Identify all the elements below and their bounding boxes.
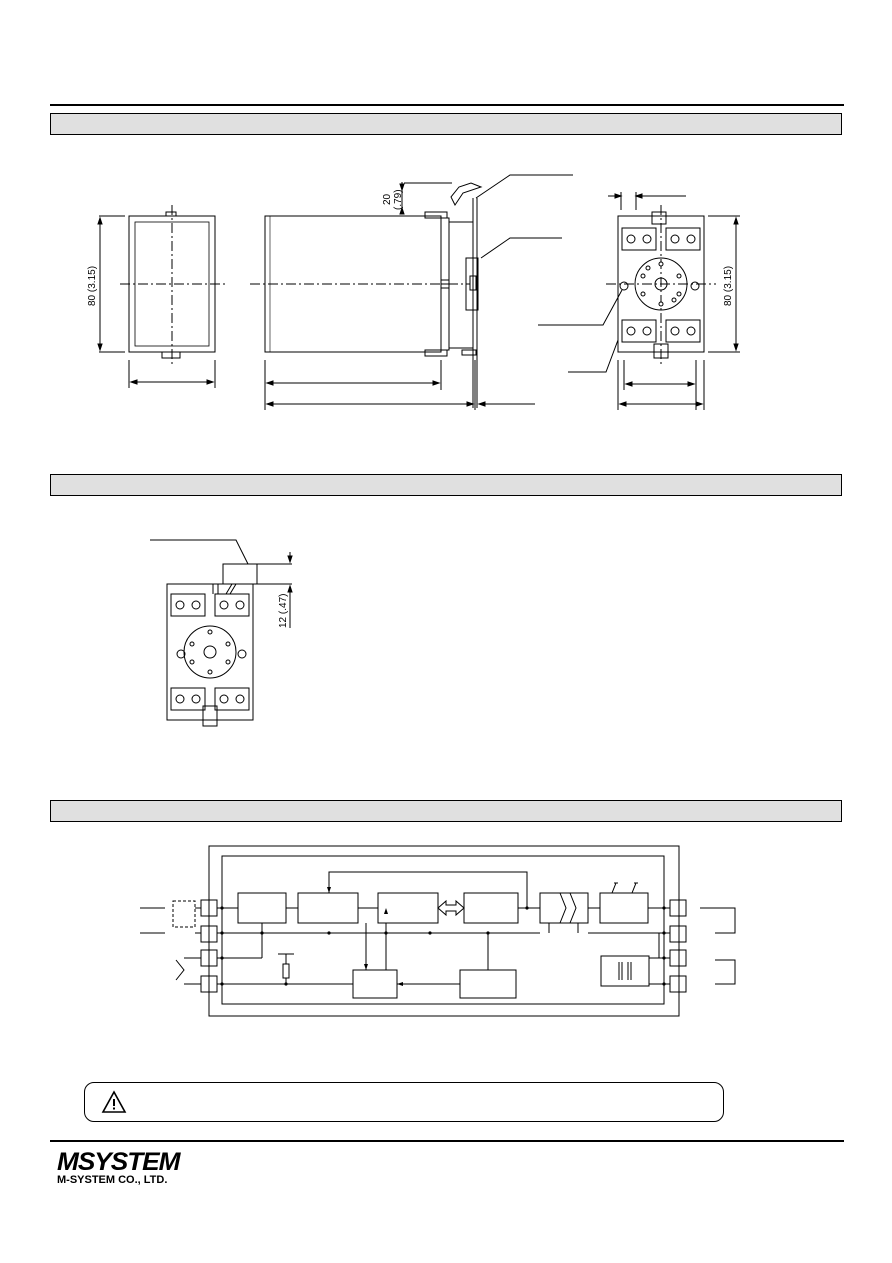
section-bar-dimensions bbox=[50, 113, 842, 135]
side-top-depth-label: 20 bbox=[382, 193, 393, 205]
front-height-label: 80 (3.15) bbox=[87, 266, 98, 306]
section-bar-terminal-cover bbox=[50, 474, 842, 496]
logo-company-name: M-SYSTEM CO., LTD. bbox=[57, 1174, 168, 1186]
terminal-cover-drawing: 12 (.47) bbox=[150, 539, 293, 727]
section-bar-block-diagram bbox=[50, 800, 842, 822]
front-view bbox=[97, 205, 228, 388]
dimensions-drawing: 80 (3.15) 20 (.79) 80 (3.15) bbox=[87, 174, 740, 410]
company-logo: MSYSTEM M-SYSTEM CO., LTD. bbox=[57, 1150, 181, 1187]
rear-view bbox=[538, 192, 740, 410]
warning-triangle-icon bbox=[101, 1090, 127, 1113]
warning-box bbox=[84, 1082, 724, 1122]
logo-brand: MSYSTEM bbox=[57, 1148, 181, 1176]
side-top-depth-inch-label: (.79) bbox=[393, 189, 404, 210]
terminal-cover-height-label: 12 (.47) bbox=[278, 594, 289, 628]
bottom-rule bbox=[50, 1140, 844, 1142]
top-rule bbox=[50, 104, 844, 106]
side-view bbox=[250, 174, 573, 410]
rear-height-label: 80 (3.15) bbox=[723, 266, 734, 306]
block-diagram bbox=[140, 845, 736, 1017]
